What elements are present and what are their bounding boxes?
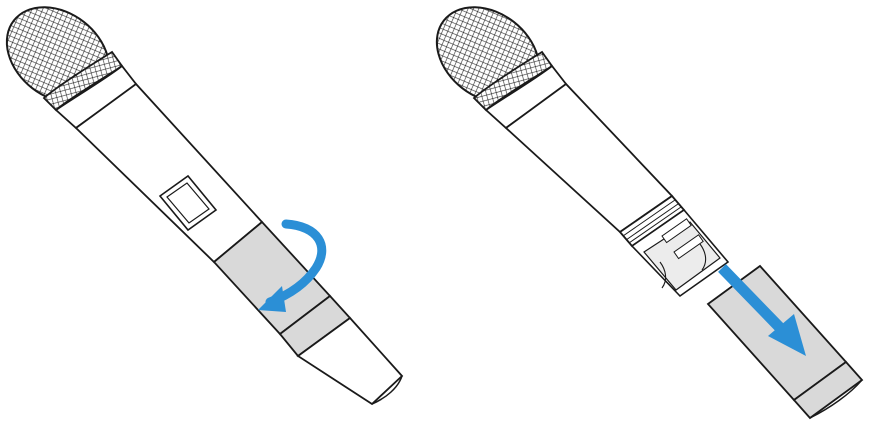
panel-unscrew-cover bbox=[0, 0, 402, 404]
microphone-body bbox=[56, 66, 262, 262]
microphone-body bbox=[486, 66, 684, 246]
panel-pull-off-cover bbox=[418, 0, 862, 418]
